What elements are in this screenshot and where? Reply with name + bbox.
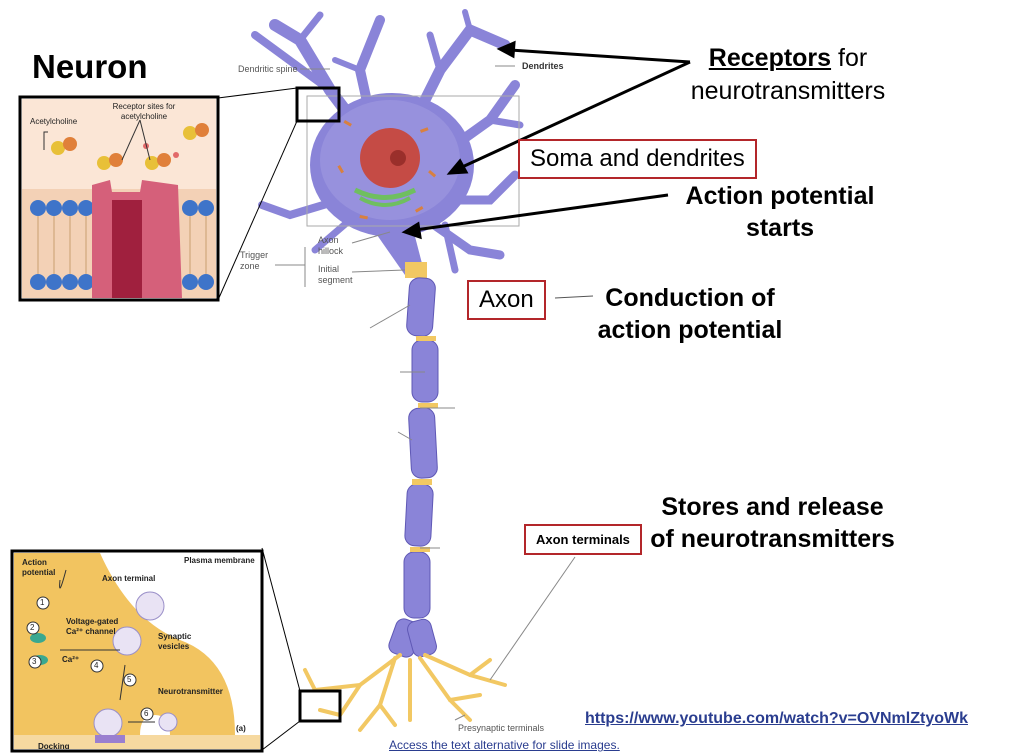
- dendrites-label: Dendrites: [522, 61, 564, 71]
- trigger-zone-label: Trigger zone: [240, 250, 269, 271]
- plasma-membrane-label: Plasma membrane of presynaptic ce: [184, 556, 256, 565]
- action-potential-label: Action potential starts: [685, 182, 875, 242]
- step-2: 2: [30, 623, 35, 632]
- youtube-link[interactable]: https://www.youtube.com/watch?v=OVNmlZty…: [585, 710, 968, 727]
- step-5: 5: [127, 675, 132, 684]
- step-1: 1: [40, 598, 45, 607]
- acetylcholine-label: Acetylcholine: [30, 117, 78, 126]
- step-4: 4: [94, 661, 99, 670]
- step-6: 6: [144, 709, 149, 718]
- axon-box: Axon: [467, 280, 546, 320]
- ca-label: Ca²⁺: [62, 655, 80, 664]
- synaptic-vesicles-label: Synaptic vesicles: [158, 632, 192, 651]
- inset-receptor: [18, 95, 220, 302]
- neurotransmitter-label: Neurotransmitter: [158, 687, 223, 696]
- receptor-sites-label: Receptor sites for acetylcholine: [112, 102, 176, 121]
- docking-label: Docking: [38, 742, 70, 749]
- axon: [388, 277, 439, 658]
- panel-label: (a): [236, 724, 246, 733]
- dendritic-spine-label: Dendritic spine: [238, 64, 298, 74]
- zoom-box-terminal: [298, 689, 342, 723]
- axon-terminal-branches: [303, 653, 507, 732]
- step-3: 3: [32, 657, 37, 666]
- initial-segment-label: Initial segment: [318, 264, 353, 285]
- action-potential-small: Action potential: [22, 558, 56, 577]
- text-alternative-link[interactable]: Access the text alternative for slide im…: [389, 738, 620, 752]
- presynaptic-terminals-label: Presynaptic terminals: [458, 723, 545, 733]
- receptors-bold: Receptors: [708, 44, 832, 72]
- stores-label: Stores and release of neurotransmitters: [650, 493, 895, 553]
- zoom-box-dendrite: [295, 86, 341, 123]
- axon-terminals-box: Axon terminals: [524, 524, 642, 555]
- axon-terminal-label: Axon terminal: [102, 574, 156, 583]
- axon-hillock-label: Axon hillock: [318, 235, 344, 256]
- voltage-gated-label: Voltage-gated Ca²⁺ channel: [66, 617, 119, 636]
- soma-box: Soma and dendrites: [518, 139, 757, 179]
- receptors-for: for: [831, 44, 868, 72]
- receptors-label: Receptors for neurotransmitters: [678, 42, 898, 108]
- receptors-line2: neurotransmitters: [690, 77, 886, 105]
- inset-synapse: [10, 549, 264, 753]
- page-title: Neuron: [32, 48, 148, 85]
- conduction-label: Conduction of action potential: [597, 284, 783, 344]
